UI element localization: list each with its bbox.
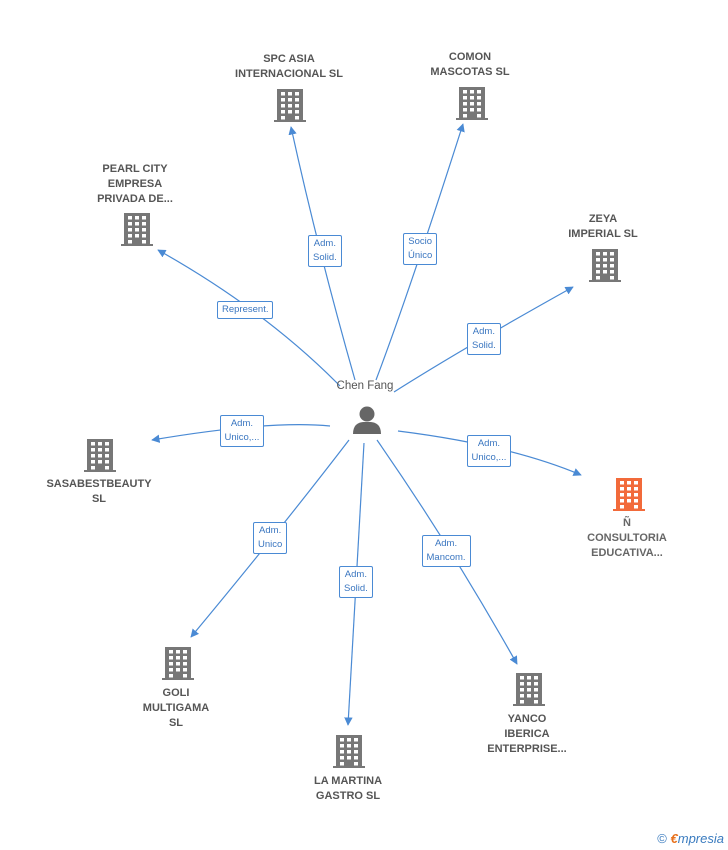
relation-edge-comon [375,123,465,381]
footer-brand: © €mpresia [657,831,724,846]
company-label-yanco[interactable]: YANCO IBERICA ENTERPRISE... [487,713,567,755]
relation-label-sasa[interactable]: Adm. Unico,... [219,415,265,447]
company-label-martina[interactable]: LA MARTINA GASTRO SL [313,775,383,802]
brand-name: mpresia [677,831,724,846]
company-label-spc[interactable]: SPC ASIA INTERNACIONAL SL [235,53,343,80]
center-person-name[interactable]: Chen Fang [336,380,394,392]
company-label-consultoria[interactable]: Ñ CONSULTORIA EDUCATIVA... [587,517,667,559]
building-icon[interactable] [589,249,621,282]
building-icon[interactable] [456,87,488,120]
building-icon[interactable] [84,439,116,472]
relation-label-pearl[interactable]: Represent. [217,301,274,319]
relation-label-yanco[interactable]: Adm. Mancom. [421,535,471,567]
relation-label-martina[interactable]: Adm. Solid. [339,566,373,598]
building-icon[interactable] [162,647,194,680]
copyright-symbol: © [657,831,667,846]
building-icon[interactable] [513,673,545,706]
company-label-goli[interactable]: GOLI MULTIGAMA SL [142,687,210,729]
company-label-comon[interactable]: COMON MASCOTAS SL [430,51,510,78]
person-icon[interactable] [353,406,381,435]
building-icon[interactable] [274,89,306,122]
relation-label-consultoria[interactable]: Adm. Unico,... [466,435,512,467]
brand-logo-letter: € [670,831,678,846]
building-icon[interactable] [121,213,153,246]
relation-label-goli[interactable]: Adm. Unico [253,522,288,554]
building-icon[interactable] [333,735,365,768]
relation-label-comon[interactable]: Socio Único [403,233,438,265]
company-label-zeya[interactable]: ZEYA IMPERIAL SL [568,213,638,240]
company-label-pearl[interactable]: PEARL CITY EMPRESA PRIVADA DE... [97,163,173,205]
relation-label-zeya[interactable]: Adm. Solid. [467,323,501,355]
company-label-sasa[interactable]: SASABESTBEAUTY SL [46,478,152,505]
relation-label-spc[interactable]: Adm. Solid. [308,235,342,267]
building-icon[interactable] [613,478,645,511]
